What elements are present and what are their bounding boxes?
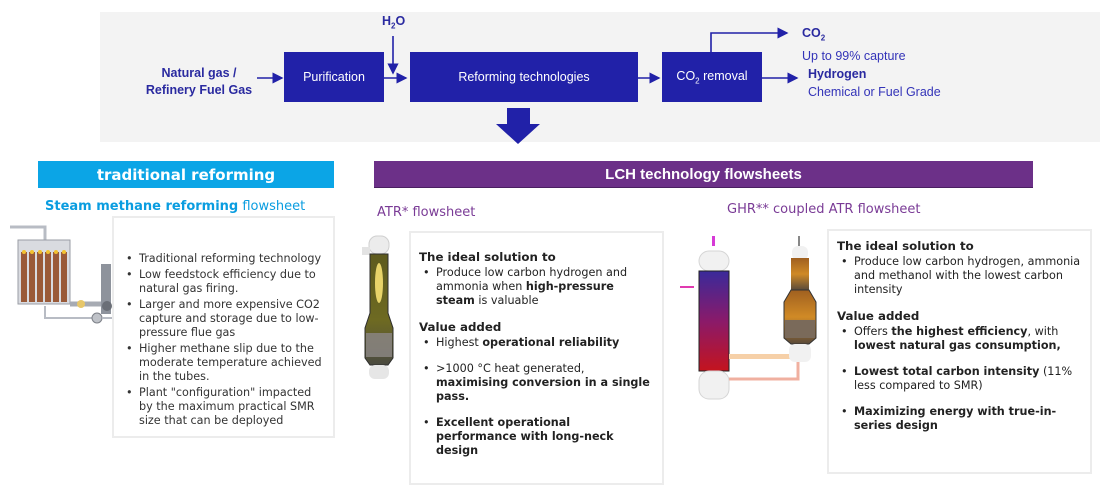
atr-v1-bold: operational reliability (482, 336, 620, 349)
ghr-value-bullet: Offers the highest efficiency, with lowe… (837, 325, 1082, 353)
feed-input-line2: Refinery Fuel Gas (145, 83, 253, 97)
smr-description-card: Traditional reforming technology Low fee… (112, 216, 335, 438)
atr-ideal-bullet: Produce low carbon hydrogen and ammonia … (419, 266, 654, 308)
purification-label: Purification (303, 70, 365, 84)
atr-value-bullet: >1000 °C heat generated, maximising conv… (419, 362, 654, 404)
ghr-v2-bold: Lowest total carbon intensity (854, 365, 1040, 378)
smr-reformer-illustration (10, 225, 117, 324)
lch-technology-header: LCH technology flowsheets (374, 161, 1033, 188)
atr-v2-text: >1000 °C heat generated, (436, 362, 585, 375)
co2-output-detail: Up to 99% capture (802, 48, 906, 63)
ghr-flowsheet-title: GHR** coupled ATR flowsheet (727, 202, 921, 217)
water-sub: 2 (391, 21, 396, 31)
atr-v3-bold: Excellent operational performance with l… (436, 416, 614, 457)
feed-input-label: Natural gas / Refinery Fuel Gas (144, 65, 254, 99)
ghr-v2-text: (11% less compared to SMR) (854, 365, 1073, 392)
atr-reactor-illustration (362, 235, 394, 379)
smr-bullet: Larger and more expensive CO2 capture an… (122, 298, 325, 340)
water-input-label: H2O (382, 14, 405, 31)
ghr-description-card: The ideal solution to Produce low carbon… (827, 229, 1092, 474)
smr-bullet-list: Traditional reforming technology Low fee… (122, 252, 325, 428)
co2-removal-tail: removal (699, 68, 748, 83)
atr-value-heading: Value added (419, 320, 502, 334)
atr-v2-bold: maximising conversion in a single pass. (436, 376, 650, 403)
smr-bullet: Higher methane slip due to the moderate … (122, 342, 325, 384)
atr-flowsheet-title: ATR* flowsheet (377, 205, 476, 220)
atr-ideal-heading: The ideal solution to (419, 250, 556, 264)
hydrogen-output-title: Hydrogen (808, 67, 867, 81)
smr-bullet: Low feedstock efficiency due to natural … (122, 268, 325, 296)
feed-input-line1: Natural gas / (161, 66, 237, 80)
co2-removal-co: CO (676, 68, 696, 83)
atr-value-bullet: Excellent operational performance with l… (419, 416, 654, 458)
smr-title-rest: flowsheet (238, 199, 306, 214)
atr-value-bullet: Highest operational reliability (419, 336, 654, 350)
atr-ideal-post: is valuable (474, 294, 539, 307)
co2-removal-sub: 2 (695, 76, 700, 86)
smr-bullet: Traditional reforming technology (122, 252, 325, 266)
co2-removal-label: CO2 removal (676, 69, 747, 86)
smr-flowsheet-title: Steam methane reforming flowsheet (45, 199, 305, 214)
atr-ideal-bold: high-pressure steam (436, 280, 614, 307)
hydrogen-output: Hydrogen Chemical or Fuel Grade (808, 65, 941, 101)
co2-output: CO2 Up to 99% capture (802, 24, 906, 65)
atr-ideal-text: Produce low carbon hydrogen and ammonia … (436, 266, 628, 293)
hydrogen-output-detail: Chemical or Fuel Grade (808, 85, 941, 99)
ghr-v1-mid: , with (1027, 325, 1059, 338)
traditional-reforming-header: traditional reforming (38, 161, 334, 188)
ghr-coupled-atr-illustration (680, 236, 817, 400)
atr-description-card: The ideal solution to Produce low carbon… (409, 231, 664, 485)
ghr-value-heading: Value added (837, 309, 920, 323)
co2-output-co: CO (802, 26, 821, 40)
ghr-v1-bold2: lowest natural gas consumption, (854, 339, 1061, 352)
smr-title-bold: Steam methane reforming (45, 199, 239, 214)
ghr-v3-bold: Maximizing energy with true-in-series de… (854, 405, 1057, 432)
reforming-step: Reforming technologies (410, 52, 638, 102)
ghr-v1-text: Offers (854, 325, 892, 338)
co2-output-sub: 2 (820, 33, 826, 43)
water-h: H (382, 14, 392, 28)
smr-bullet: Plant "configuration" impacted by the ma… (122, 386, 325, 428)
purification-step: Purification (284, 52, 384, 102)
ghr-ideal-heading: The ideal solution to (837, 239, 974, 253)
atr-v1-text: Highest (436, 336, 483, 349)
ghr-value-bullet: Maximizing energy with true-in-series de… (837, 405, 1082, 433)
co2-removal-step: CO2 removal (662, 52, 762, 102)
reforming-label: Reforming technologies (458, 70, 590, 84)
ghr-v1-bold: the highest efficiency (891, 325, 1028, 338)
ghr-value-bullet: Lowest total carbon intensity (11% less … (837, 365, 1082, 393)
ghr-ideal-bullet: Produce low carbon hydrogen, ammonia and… (837, 255, 1082, 297)
water-o: O (395, 14, 406, 28)
co2-output-title: CO2 (802, 26, 826, 43)
